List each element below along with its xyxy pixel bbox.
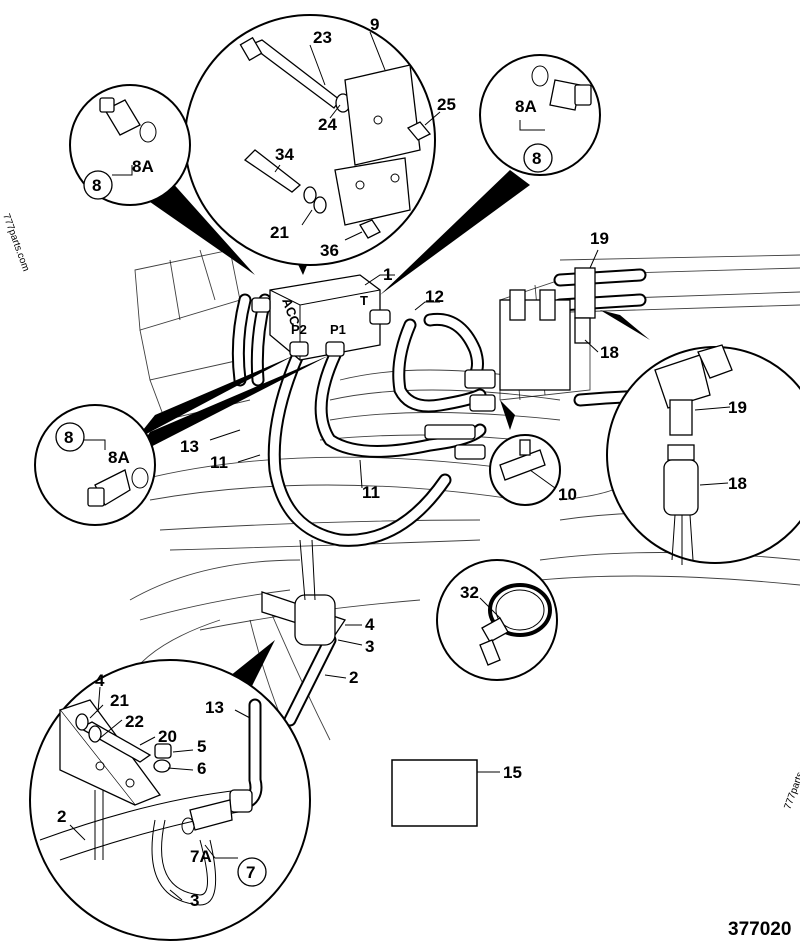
label-22: 22 xyxy=(125,712,144,731)
callout-1: 1 xyxy=(383,265,392,284)
watermark-right: 777parts.com xyxy=(782,750,800,811)
label-19: 19 xyxy=(728,398,747,417)
manifold-block: ACC T P2 P1 xyxy=(251,274,391,361)
label-9: 9 xyxy=(370,15,379,34)
marking-t: T xyxy=(360,293,368,308)
figure-number: 377020 xyxy=(728,919,791,940)
label-4: 4 xyxy=(95,671,105,690)
detail-circle-tee: 10 xyxy=(489,434,577,506)
marking-p2: P2 xyxy=(291,322,307,337)
callout-19: 19 xyxy=(590,229,609,248)
label-24: 24 xyxy=(318,115,337,134)
label-8: 8 xyxy=(92,176,101,195)
label-23: 23 xyxy=(313,28,332,47)
valve-bank xyxy=(424,267,596,460)
label-8a: 8A xyxy=(108,448,130,467)
label-2: 2 xyxy=(57,807,66,826)
label-8: 8 xyxy=(532,149,541,168)
label-3: 3 xyxy=(190,891,199,910)
label-5: 5 xyxy=(197,737,206,756)
callout-11b: 11 xyxy=(362,483,380,502)
callout-15: 15 xyxy=(503,763,522,782)
callout-18: 18 xyxy=(600,343,619,362)
label-13: 13 xyxy=(205,698,224,717)
label-32: 32 xyxy=(460,583,479,602)
label-36: 36 xyxy=(320,241,339,260)
callout-2: 2 xyxy=(349,668,358,687)
label-6: 6 xyxy=(197,759,206,778)
label-34: 34 xyxy=(275,145,294,164)
label-18: 18 xyxy=(728,474,747,493)
callout-3: 3 xyxy=(365,637,374,656)
label-25: 25 xyxy=(437,95,456,114)
label-8a: 8A xyxy=(515,97,537,116)
label-7: 7 xyxy=(246,863,255,882)
label-8: 8 xyxy=(64,428,73,447)
detail-circle-sensor: 19 18 xyxy=(606,344,800,565)
watermark-left: 777parts.com xyxy=(0,212,31,273)
callout-13: 13 xyxy=(180,437,199,456)
bracket-filter-assembly xyxy=(261,539,347,646)
callout-12: 12 xyxy=(425,287,444,306)
label-7a: 7A xyxy=(190,847,212,866)
callout-4: 4 xyxy=(365,615,375,634)
marking-p1: P1 xyxy=(330,322,346,337)
detail-circle-fitting-mid: 8 8A xyxy=(34,404,156,526)
detail-circle-bracket: 23 9 24 25 34 21 36 xyxy=(184,14,456,266)
detail-circle-fitting-left: 8 8A xyxy=(69,84,191,206)
label-21: 21 xyxy=(270,223,289,242)
callout-11a: 11 xyxy=(210,453,228,472)
label-8a: 8A xyxy=(132,157,154,176)
item-15-box: 15 xyxy=(391,759,522,827)
label-20: 20 xyxy=(158,727,177,746)
detail-circle-fitting-right: 8 8A xyxy=(479,54,601,176)
label-10: 10 xyxy=(558,485,577,504)
main-callouts: 1 12 19 18 13 11 11 4 3 2 xyxy=(180,229,619,687)
detail-circle-bottom-bracket: 4 21 22 20 5 6 13 2 7A 7 3 xyxy=(29,659,311,941)
label-21: 21 xyxy=(110,691,129,710)
detail-circle-clip: 32 xyxy=(436,559,558,681)
